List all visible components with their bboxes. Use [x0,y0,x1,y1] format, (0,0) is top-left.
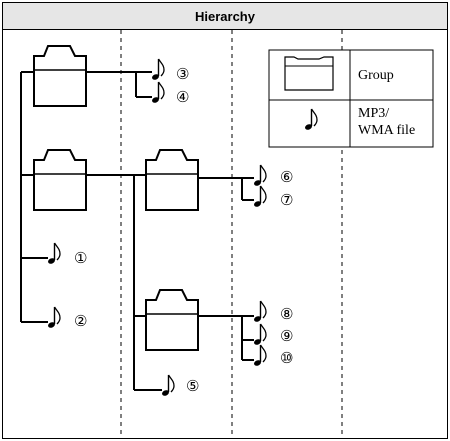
tree-connectors [20,71,254,391]
music-note-icon [252,185,267,209]
title-bar: Hierarchy [3,3,447,30]
group-folder-2 [33,149,87,211]
group-folder-4 [145,289,199,351]
music-note-icon [150,81,165,105]
file-label: ⑥ [280,168,293,186]
file-label: ⑨ [280,327,293,345]
file-label: ⑩ [280,349,293,367]
music-note-icon [46,306,61,330]
music-note-icon [46,242,61,266]
music-note-icon [252,344,267,368]
group-folder-3 [145,149,199,211]
music-note-icon [252,323,267,347]
legend-file-label-line1: MP3/ [358,106,390,121]
file-label: ③ [176,65,189,83]
music-note-icon [252,300,267,324]
legend-group-label: Group [358,68,394,83]
legend-file-label-line2: WMA file [358,123,416,138]
music-note-icon [160,374,175,398]
file-label: ① [74,249,87,267]
file-label: ④ [176,88,189,106]
legend [268,49,434,148]
music-note-icon [252,164,267,188]
group-folder-1 [33,45,87,107]
file-label: ② [74,312,87,330]
title-text: Hierarchy [195,8,255,24]
file-label: ⑤ [186,377,199,395]
legend-folder-icon [284,56,334,91]
music-note-icon [150,58,165,82]
file-label: ⑦ [280,191,293,209]
file-label: ⑧ [280,305,293,323]
